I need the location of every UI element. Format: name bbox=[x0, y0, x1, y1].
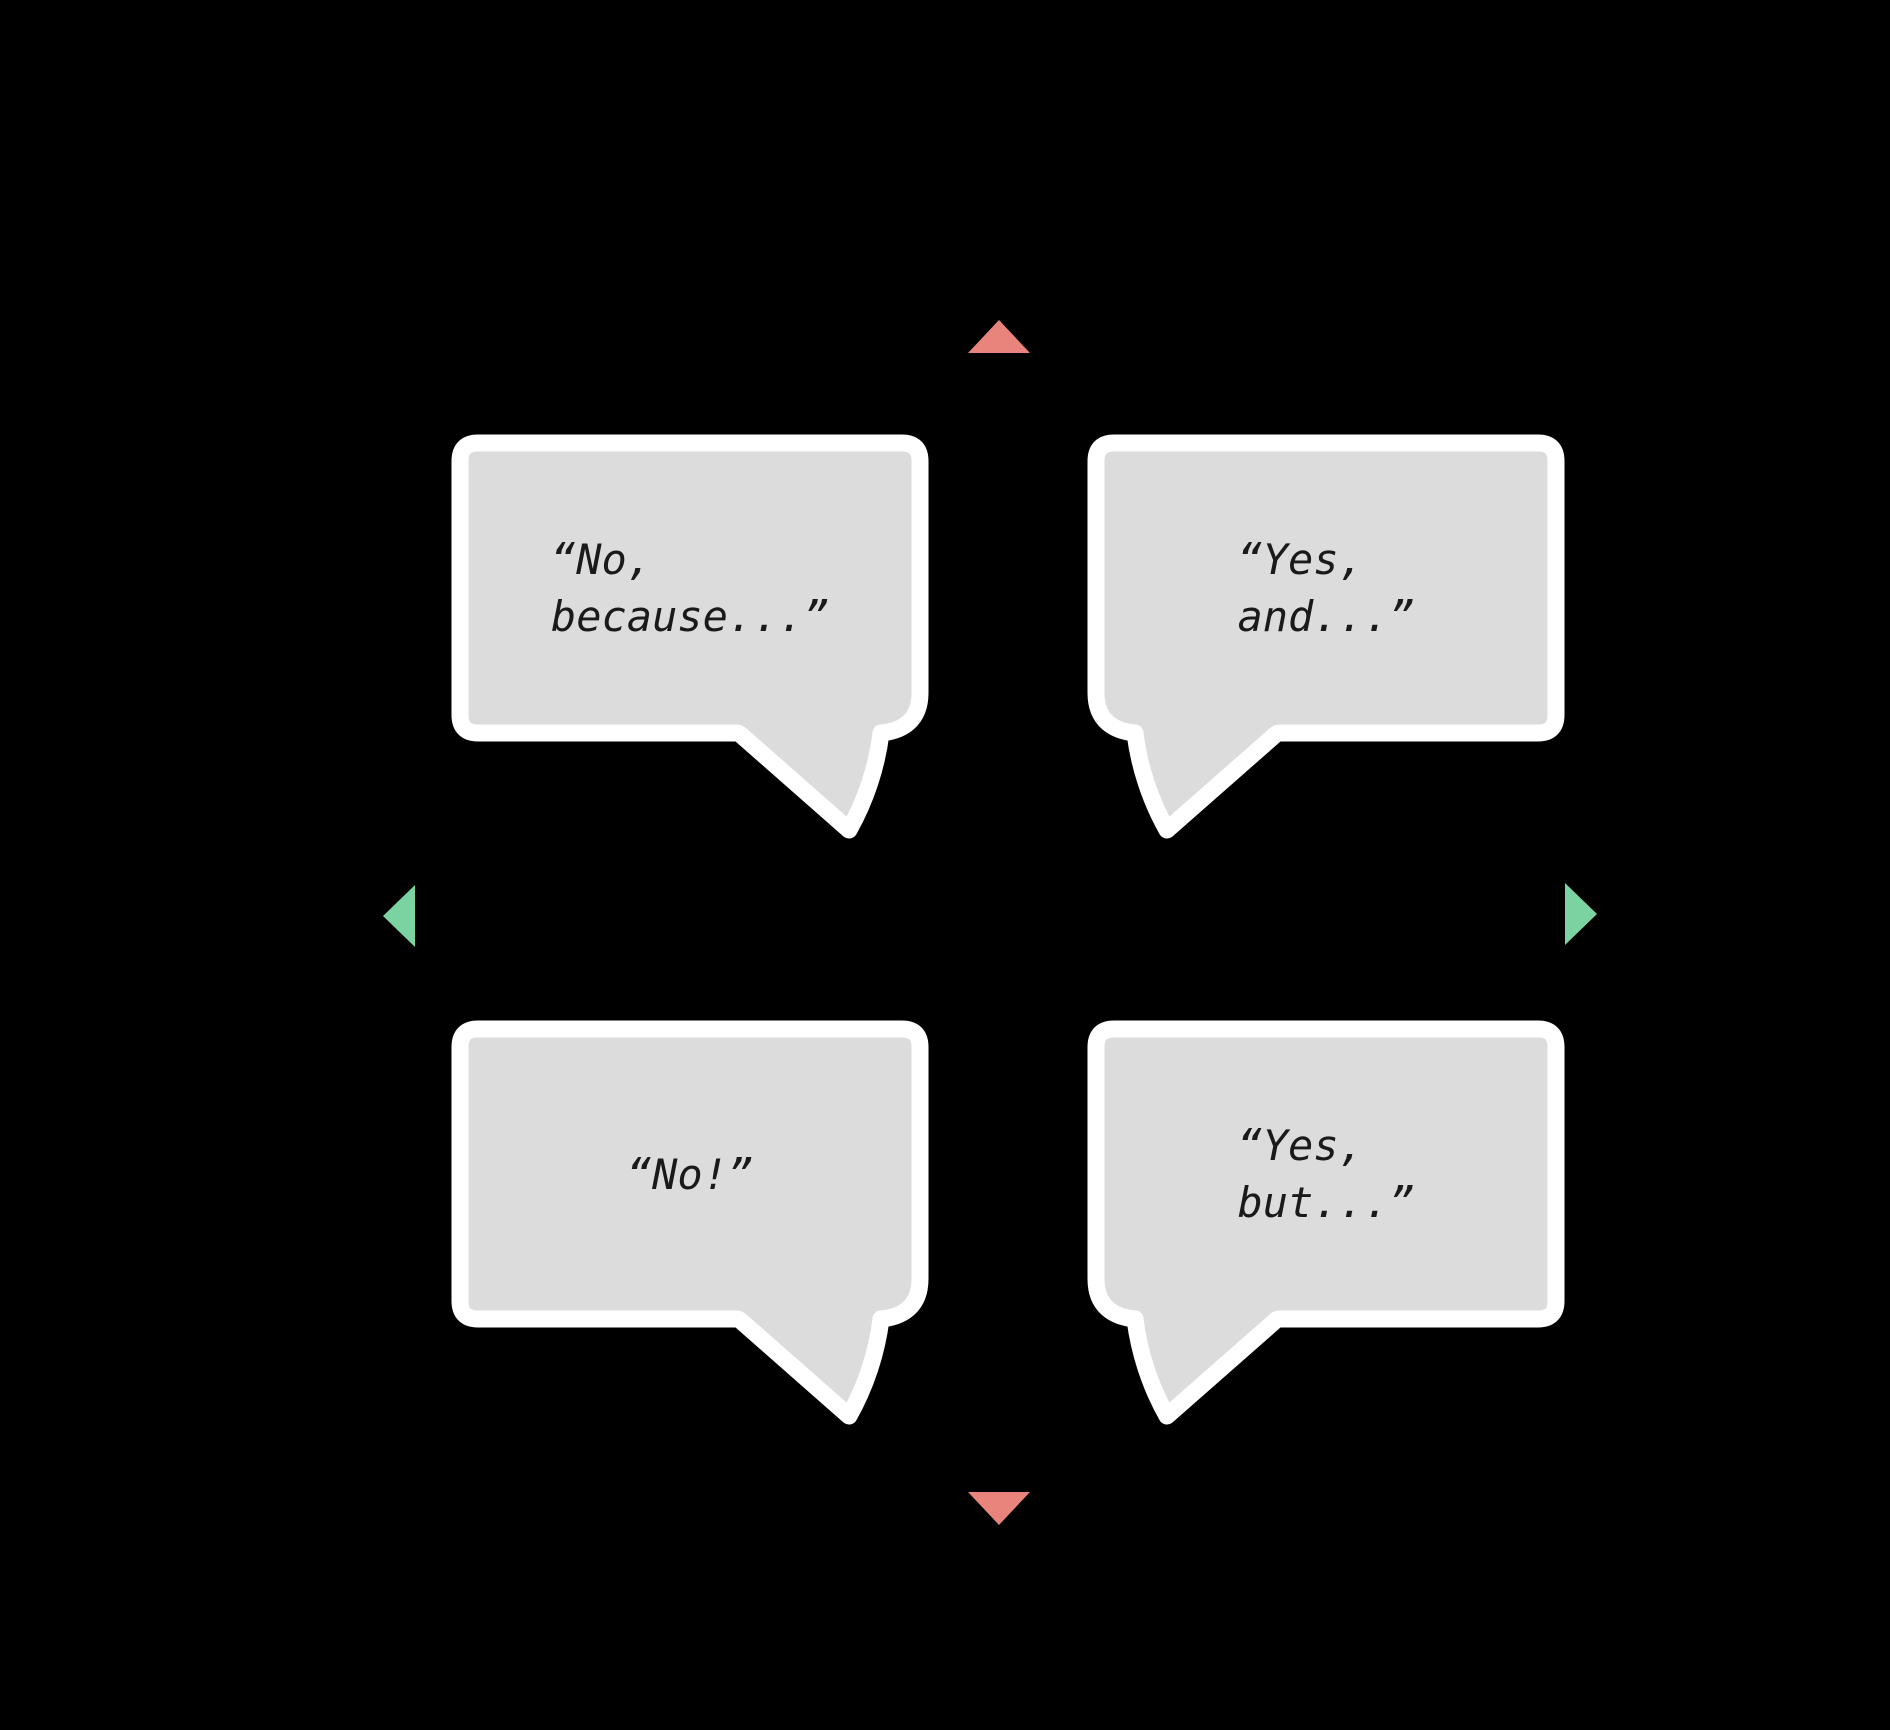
speech-bubble-yes-but: “Yes, but...” bbox=[1086, 1019, 1566, 1443]
right-arrow-icon bbox=[1565, 883, 1597, 945]
speech-bubble-yes-and: “Yes, and...” bbox=[1086, 433, 1566, 857]
bubble-text-label: “No!” bbox=[626, 1149, 754, 1199]
left-arrow-icon bbox=[383, 885, 415, 947]
speech-bubble-shape bbox=[451, 1020, 929, 1425]
speech-bubble-no-because: “No, because...” bbox=[450, 433, 930, 857]
speech-bubble-shape bbox=[1087, 1020, 1565, 1425]
speech-bubble-shape bbox=[451, 434, 929, 839]
bubble-text: “Yes, and...” bbox=[1086, 433, 1566, 743]
bubble-text: “No, because...” bbox=[450, 433, 930, 743]
bubble-text-label: “No, because...” bbox=[550, 535, 830, 641]
bubble-text: “Yes, but...” bbox=[1086, 1019, 1566, 1329]
bubble-text: “No!” bbox=[450, 1019, 930, 1329]
bubble-text-label: “Yes, and...” bbox=[1237, 535, 1415, 641]
down-arrow-icon bbox=[968, 1492, 1030, 1525]
speech-bubble-shape bbox=[1087, 434, 1565, 839]
speech-bubble-no: “No!” bbox=[450, 1019, 930, 1443]
up-arrow-icon bbox=[968, 320, 1030, 353]
bubble-text-label: “Yes, but...” bbox=[1237, 1121, 1415, 1227]
